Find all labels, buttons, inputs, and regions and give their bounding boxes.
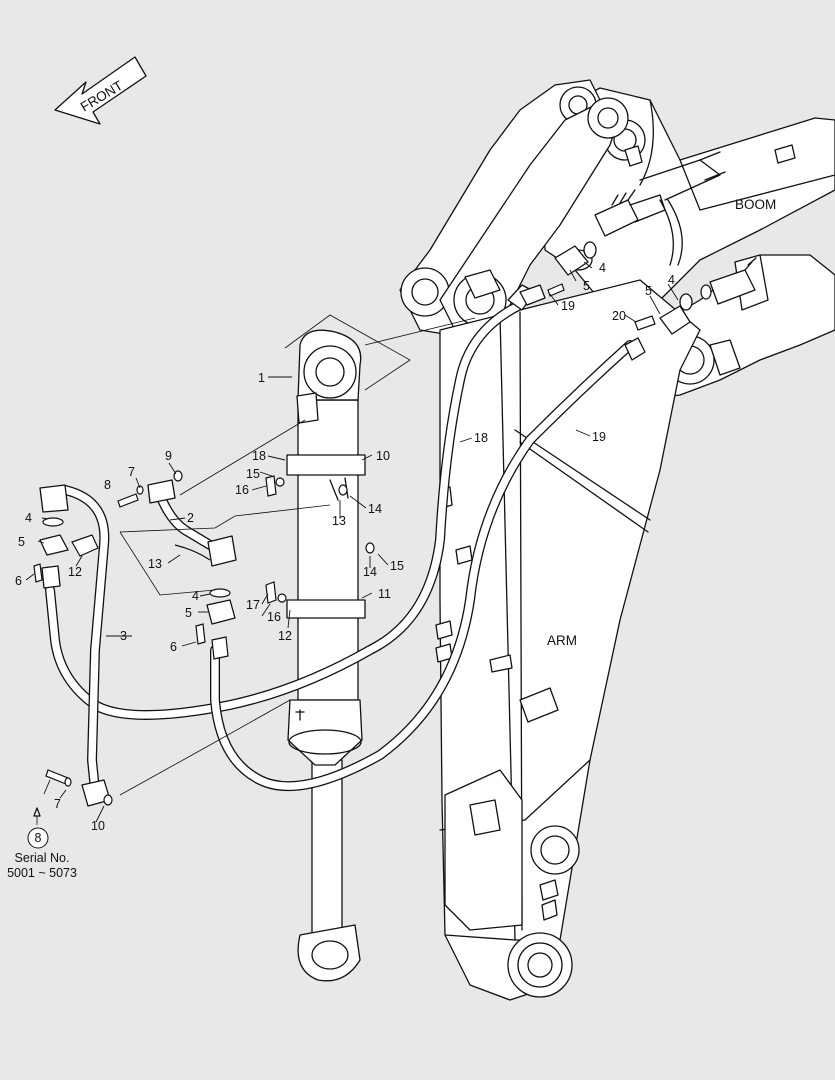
- serial-note: 8 Serial No. 5001 ~ 5073: [7, 827, 77, 880]
- callout-18: 18: [474, 431, 488, 445]
- callout-17: 18: [252, 449, 266, 463]
- callout-14: 15: [390, 559, 404, 573]
- callout-19: 19: [561, 299, 575, 313]
- fittings: [33, 241, 712, 807]
- callout-7: 7: [54, 797, 61, 811]
- callout-5: 5: [583, 279, 590, 293]
- callout-10: 10: [376, 449, 390, 463]
- callout-10: 11: [378, 587, 391, 601]
- leader-lines: [25, 261, 679, 825]
- callout-4: 4: [599, 261, 606, 275]
- callout-1: 1: [258, 371, 265, 385]
- callout-8: 8: [104, 478, 111, 492]
- callout-5: 5: [185, 606, 192, 620]
- callout-18: 19: [592, 430, 606, 444]
- callout-7: 7: [128, 465, 135, 479]
- callout-19: 20: [612, 309, 626, 323]
- serial-label: Serial No.: [15, 851, 70, 865]
- callout-11: 12: [278, 629, 292, 643]
- callout-6: 6: [15, 574, 22, 588]
- arm-cylinder: [284, 314, 411, 982]
- callout-9: 9: [165, 449, 172, 463]
- callout-4: 4: [192, 589, 199, 603]
- callout-2: 2: [187, 511, 194, 525]
- callout-5: 5: [18, 535, 25, 549]
- serial-range: 5001 ~ 5073: [7, 866, 77, 880]
- callout-4: 4: [25, 511, 32, 525]
- note-ref-number: 8: [35, 831, 42, 845]
- callout-12: 13: [148, 557, 162, 571]
- callout-16: 16: [235, 483, 249, 497]
- note-ref-circle: [27, 827, 49, 849]
- front-arrow: FRONT: [54, 56, 147, 125]
- callout-4: 4: [668, 273, 675, 287]
- callout-3: 3: [120, 629, 127, 643]
- arm-label: ARM: [547, 633, 577, 648]
- callout-13: 13: [332, 514, 346, 528]
- callout-12: 12: [68, 565, 82, 579]
- callout-5: 5: [645, 284, 652, 298]
- boom-label: BOOM: [735, 197, 776, 212]
- callout-numbers: 1 2 3 4 4 4 4 5 5 5 5 6 6 7 7 8 9 10 10 …: [15, 261, 675, 833]
- callout-15: 15: [246, 467, 260, 481]
- callout-6: 6: [170, 640, 177, 654]
- callout-14: 14: [368, 502, 382, 516]
- arm-structure: ARM: [399, 79, 701, 1001]
- callout-13: 14: [363, 565, 377, 579]
- callout-15: 16: [267, 610, 281, 624]
- callout-9: 10: [91, 819, 105, 833]
- callout-16: 17: [246, 598, 260, 612]
